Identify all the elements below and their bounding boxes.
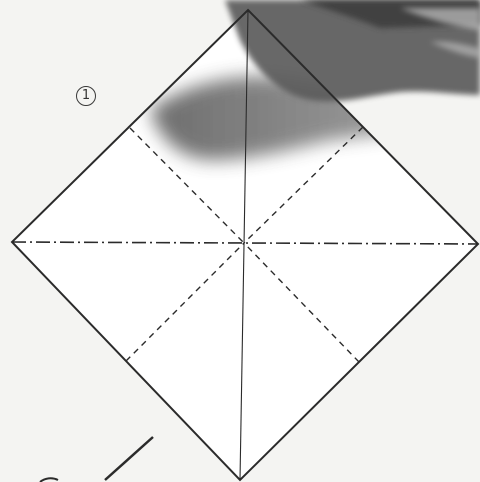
arrow-stroke	[105, 437, 153, 480]
arrow-fragment-icon	[40, 478, 58, 482]
step-number-badge: 1	[76, 86, 96, 106]
